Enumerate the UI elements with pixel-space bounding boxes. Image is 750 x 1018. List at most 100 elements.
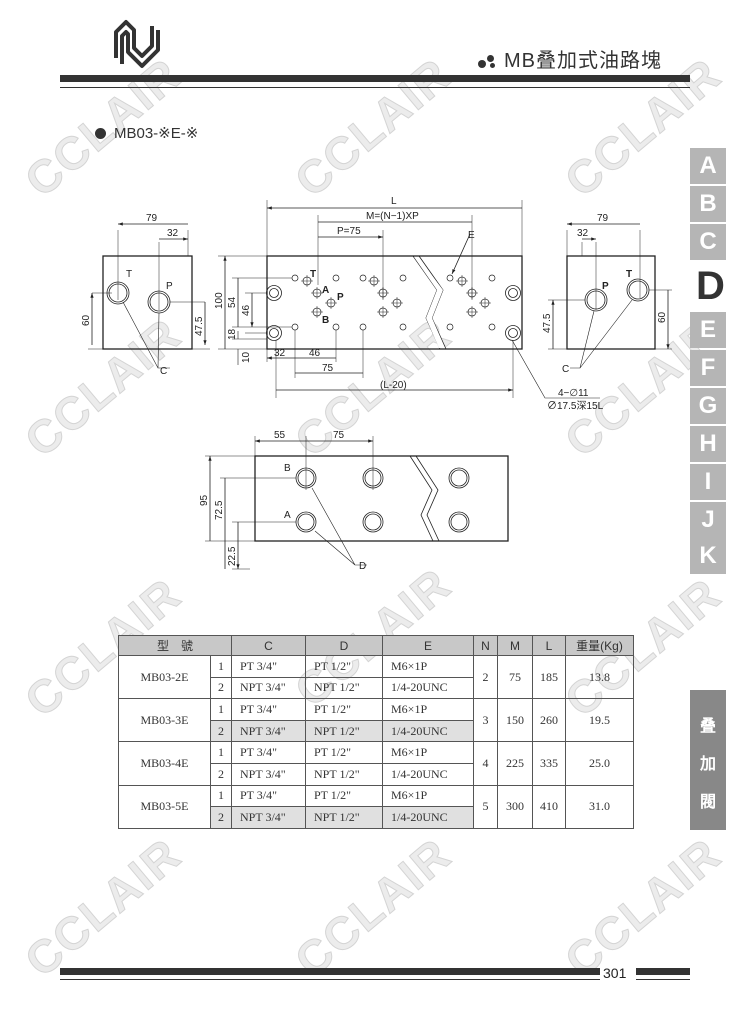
footer-rule-thin [60,979,600,980]
e-thread: M6×1P [382,784,474,808]
model-cell: MB03-3E [118,698,211,743]
dim-46: 46 [309,348,321,359]
tab-d[interactable]: D [690,262,750,310]
variant-no: 1 [210,698,232,721]
port-t-label: T [626,269,632,280]
dim-32: 32 [167,228,179,239]
variant-no: 1 [210,784,232,808]
dim-32: 32 [274,348,286,359]
footer-rule-right-thin [636,979,690,980]
bullet-icon [95,128,106,139]
dim-47-5: 47.5 [194,316,205,336]
header-rule-thick [60,75,690,82]
d-thread: NPT 1/2" [305,806,383,829]
weight-cell: 19.5 [565,698,634,743]
variant-no: 2 [210,762,232,786]
m-cell: 225 [497,741,533,786]
tab-k[interactable]: K [690,538,726,574]
c-thread: PT 3/4" [231,655,306,678]
c-thread: NPT 3/4" [231,676,306,700]
port-a-label: A [322,285,329,296]
category-char: 閥 [699,794,716,811]
category-char: 叠 [699,718,716,735]
port-b-label: B [284,463,291,474]
model-cell: MB03-5E [118,784,211,829]
l-cell: 185 [532,654,566,700]
port-c-label: C [562,364,569,375]
variant-no: 2 [210,806,232,829]
dim-100: 100 [214,292,225,309]
tab-a[interactable]: A [690,148,726,184]
port-d-label: D [359,561,366,572]
bottom-view-outline [254,455,509,542]
c-thread: NPT 3/4" [231,762,306,786]
model-code: MB03-※E-※ [114,125,199,142]
weight-cell: 25.0 [565,741,634,786]
tab-f[interactable]: F [690,350,726,386]
e-thread: 1/4-20UNC [382,806,474,829]
port-t-label: T [126,269,132,280]
tab-i[interactable]: I [690,464,726,500]
header-d: D [305,635,383,656]
right-view-outline [566,255,656,350]
port-p-label: P [166,281,173,292]
dim-75: 75 [322,363,334,374]
weight-cell: 31.0 [565,784,634,829]
tab-j[interactable]: J [690,502,726,538]
e-thread: M6×1P [382,655,474,678]
model-cell: MB03-2E [118,654,211,700]
watermark: CCLAIR [15,827,192,987]
tab-b[interactable]: B [690,186,726,222]
table-header-row: 型 號 C D E N M L 重量(Kg) [118,635,634,656]
dim-46-vertical: 46 [241,304,252,316]
dim-79: 79 [146,213,158,224]
d-thread: NPT 1/2" [305,762,383,786]
dim-55: 55 [274,430,286,441]
e-thread: M6×1P [382,698,474,721]
l-cell: 335 [532,741,566,786]
counterbore-spec: ∅17.5深15L [547,400,604,412]
n-cell: 2 [473,654,498,700]
c-thread: NPT 3/4" [231,806,306,829]
dim-60: 60 [657,311,668,323]
c-thread: NPT 3/4" [231,719,306,743]
watermark: CCLAIR [555,827,732,987]
n-cell: 3 [473,698,498,743]
port-c-label: C [160,366,167,377]
variant-no: 1 [210,741,232,764]
label-e: E [468,230,475,241]
dim-10: 10 [241,351,252,363]
variant-no: 2 [210,676,232,700]
header-rule-thin [60,87,690,88]
dim-22-5: 22.5 [227,546,238,566]
dim-18: 18 [227,328,238,340]
category-char: 加 [699,756,716,773]
header-l: L [532,635,566,656]
header-e: E [382,635,474,656]
tab-e[interactable]: E [690,312,726,348]
n-cell: 5 [473,784,498,829]
page-title: MB叠加式油路塊 [478,44,662,73]
d-thread: PT 1/2" [305,698,383,721]
port-a-label: A [284,510,291,521]
tab-g[interactable]: G [690,388,726,424]
dots-icon [478,54,500,69]
dim-32: 32 [577,228,589,239]
tab-h[interactable]: H [690,426,726,462]
header-model: 型 號 [118,635,232,656]
category-tab[interactable]: 叠 加 閥 [690,690,726,830]
header-c: C [231,635,306,656]
tab-c[interactable]: C [690,224,726,260]
m-cell: 75 [497,654,533,700]
dim-l: L [391,196,397,207]
n-cell: 4 [473,741,498,786]
d-thread: PT 1/2" [305,741,383,764]
technical-drawing: 79 32 T P C 60 47.5 L M=(N−1)XP P=75 E T… [81,196,750,620]
header-weight: 重量(Kg) [565,635,634,656]
weight-cell: 13.8 [565,654,634,700]
